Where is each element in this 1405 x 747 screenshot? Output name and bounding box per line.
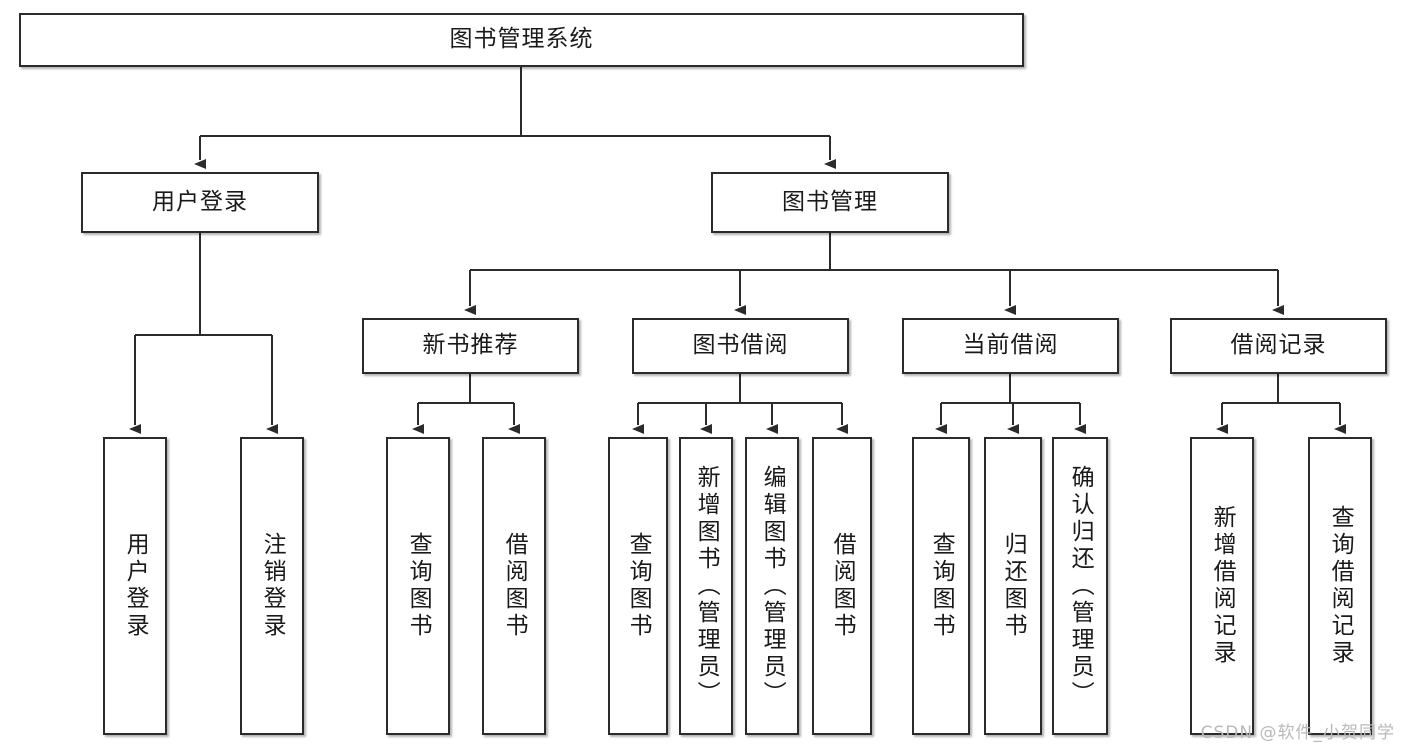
node-leaf-borrow-book-new[interactable]: 借阅图书: [482, 437, 546, 735]
node-leaf-add-borrow-record-label: 新增借阅记录: [1209, 505, 1236, 667]
node-leaf-logout[interactable]: 注销登录: [240, 437, 304, 735]
node-user-login[interactable]: 用户登录: [81, 172, 319, 233]
node-leaf-add-book-admin-label: 新增图书（管理员）: [693, 464, 720, 708]
node-book-borrow[interactable]: 图书借阅: [632, 318, 849, 374]
node-leaf-return-book-label: 归还图书: [1000, 532, 1027, 640]
node-book-borrow-label: 图书借阅: [692, 332, 789, 359]
node-leaf-add-borrow-record[interactable]: 新增借阅记录: [1190, 437, 1254, 735]
node-leaf-logout-label: 注销登录: [259, 532, 286, 640]
node-leaf-query-book[interactable]: 查询图书: [608, 437, 668, 735]
node-leaf-query-borrow-record-label: 查询借阅记录: [1327, 505, 1354, 667]
node-leaf-query-book-new-label: 查询图书: [405, 532, 432, 640]
node-leaf-edit-book-admin[interactable]: 编辑图书（管理员）: [745, 437, 799, 735]
node-current-borrow[interactable]: 当前借阅: [902, 318, 1119, 374]
node-borrow-records-label: 借阅记录: [1230, 332, 1327, 359]
node-leaf-add-book-admin[interactable]: 新增图书（管理员）: [679, 437, 733, 735]
node-leaf-user-login-label: 用户登录: [122, 532, 149, 640]
node-book-management[interactable]: 图书管理: [711, 172, 949, 233]
node-leaf-query-book-current-label: 查询图书: [928, 532, 955, 640]
node-new-book-recommend[interactable]: 新书推荐: [362, 318, 579, 374]
node-leaf-borrow-book-new-label: 借阅图书: [501, 532, 528, 640]
node-leaf-borrow-book[interactable]: 借阅图书: [812, 437, 872, 735]
node-book-management-label: 图书管理: [782, 188, 878, 215]
node-borrow-records[interactable]: 借阅记录: [1170, 318, 1387, 374]
node-root-label: 图书管理系统: [449, 26, 594, 53]
node-leaf-edit-book-admin-label: 编辑图书（管理员）: [759, 464, 786, 708]
node-leaf-query-book-current[interactable]: 查询图书: [912, 437, 970, 735]
node-leaf-return-book[interactable]: 归还图书: [984, 437, 1042, 735]
node-leaf-borrow-book-label: 借阅图书: [829, 532, 856, 640]
node-new-book-recommend-label: 新书推荐: [422, 332, 519, 359]
node-leaf-query-book-new[interactable]: 查询图书: [386, 437, 450, 735]
node-leaf-confirm-return-admin-label: 确认归还（管理员）: [1067, 464, 1094, 708]
watermark: CSDN @软件_小贺同学: [1200, 723, 1395, 743]
node-leaf-confirm-return-admin[interactable]: 确认归还（管理员）: [1052, 437, 1108, 735]
node-current-borrow-label: 当前借阅: [962, 332, 1059, 359]
node-leaf-query-borrow-record[interactable]: 查询借阅记录: [1308, 437, 1372, 735]
node-leaf-query-book-label: 查询图书: [625, 532, 652, 640]
node-leaf-user-login[interactable]: 用户登录: [103, 437, 167, 735]
node-root[interactable]: 图书管理系统: [19, 13, 1024, 67]
node-user-login-label: 用户登录: [152, 188, 248, 215]
